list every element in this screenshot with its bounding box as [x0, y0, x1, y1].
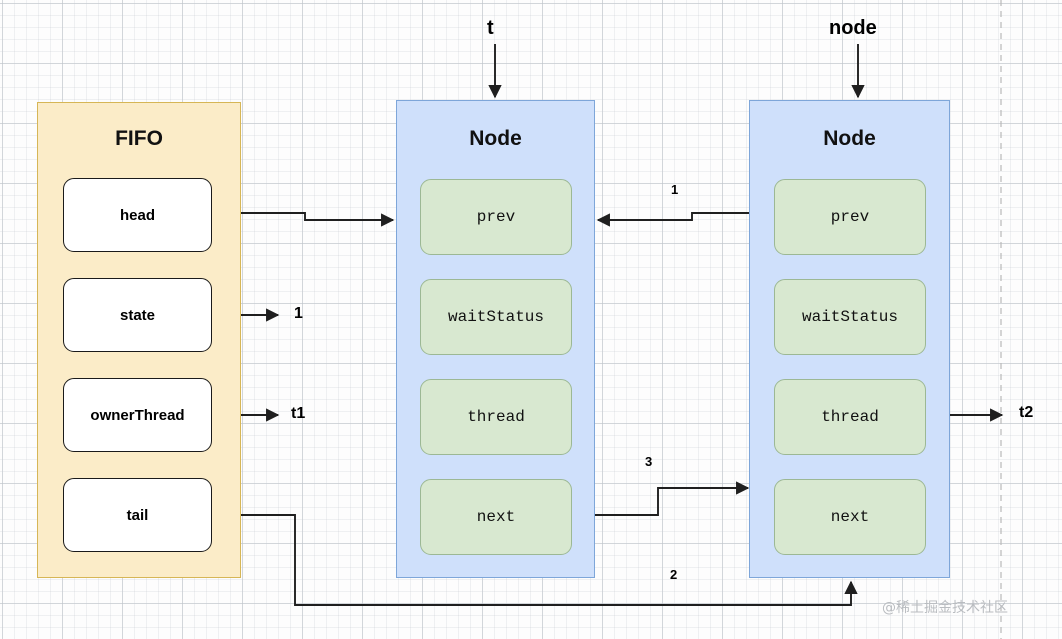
node-right-title: Node [823, 127, 876, 150]
fifo-field-state[interactable]: state [63, 278, 212, 352]
value-label-state: 1 [294, 305, 303, 322]
node-right-field-thread[interactable]: thread [774, 379, 926, 455]
fifo-field-head[interactable]: head [63, 178, 212, 252]
node-left-field-next[interactable]: next [420, 479, 572, 555]
node-left-title: Node [469, 127, 522, 150]
node-right-field-prev-label: prev [830, 208, 870, 226]
node-left-field-thread-label: thread [467, 408, 525, 426]
fifo-field-state-label: state [119, 306, 156, 324]
fifo-title: FIFO [115, 127, 163, 150]
node-left-field-waitstatus[interactable]: waitStatus [420, 279, 572, 355]
watermark: @稀土掘金技术社区 [882, 600, 1008, 616]
fifo-field-head-label: head [119, 206, 155, 224]
edge-label-1: 1 [671, 182, 679, 197]
edge-label-3: 3 [645, 454, 653, 469]
fifo-field-owner-thread[interactable]: ownerThread [63, 378, 212, 452]
pointer-label-t: t [487, 17, 494, 39]
fifo-field-tail[interactable]: tail [63, 478, 212, 552]
node-right-field-next[interactable]: next [774, 479, 926, 555]
value-label-thread: t2 [1019, 404, 1034, 421]
node-right-field-waitstatus-label: waitStatus [801, 308, 898, 326]
node-left-field-thread[interactable]: thread [420, 379, 572, 455]
pointer-label-node: node [829, 17, 877, 39]
node-right-field-prev[interactable]: prev [774, 179, 926, 255]
value-label-owner-thread: t1 [291, 405, 306, 422]
edge-label-2: 2 [670, 567, 678, 582]
node-left-field-prev-label: prev [476, 208, 516, 226]
edge-1-prev-to-node-left [596, 212, 773, 227]
fifo-field-tail-label: tail [126, 506, 149, 524]
node-left-field-waitstatus-label: waitStatus [447, 308, 544, 326]
node-left-field-prev[interactable]: prev [420, 179, 572, 255]
fifo-field-owner-thread-label: ownerThread [90, 406, 185, 424]
node-right-field-thread-label: thread [821, 408, 879, 426]
node-right-field-waitstatus[interactable]: waitStatus [774, 279, 926, 355]
edge-3-next-to-node-right [572, 481, 750, 516]
node-right-field-next-label: next [830, 508, 870, 526]
node-left-field-next-label: next [476, 508, 516, 526]
